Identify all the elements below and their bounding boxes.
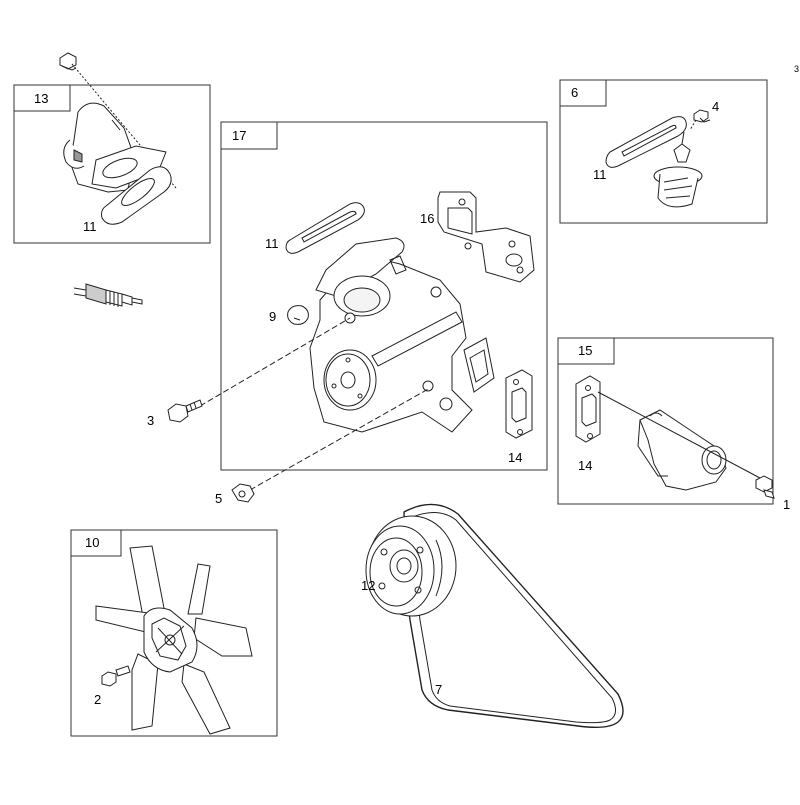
callout-7: 7	[435, 682, 443, 697]
callout-14-panel-17: 14	[508, 450, 523, 465]
panel-15-tag: 15	[578, 343, 593, 358]
callout-12: 12	[361, 578, 376, 593]
callout-2: 2	[94, 692, 102, 707]
panel-15	[557, 337, 774, 505]
panel-13-tag: 13	[34, 91, 49, 106]
callout-11-panel-6: 11	[593, 167, 607, 182]
callout-16: 16	[420, 211, 435, 226]
nut-5	[231, 483, 255, 503]
panel-10-tag: 10	[85, 535, 100, 550]
callout-4: 4	[712, 99, 720, 114]
panel-10	[70, 529, 278, 737]
callout-11-panel-13: 11	[83, 219, 97, 234]
water-outlet-assembly	[575, 375, 775, 499]
panel-frames	[13, 79, 774, 737]
panel-6	[559, 79, 768, 224]
panel-13-tag-box	[13, 84, 71, 112]
pulley-and-belt	[365, 503, 624, 729]
panel-17-tag-box	[220, 121, 278, 150]
callout-1: 1	[783, 497, 791, 512]
panel-6-tag: 6	[571, 85, 579, 100]
thermostat-housing-upper	[59, 52, 177, 225]
callout-9: 9	[269, 309, 277, 324]
callout-14-panel-15: 14	[578, 458, 593, 473]
callout-5: 5	[215, 491, 223, 506]
panel-10-tag-box	[70, 529, 122, 557]
panel-17-tag: 17	[232, 128, 247, 143]
panel-15-tag-box	[557, 337, 615, 365]
thermostat-assembly	[605, 109, 711, 208]
callout-3: 3	[147, 413, 155, 428]
panel-17	[220, 121, 548, 471]
corner-mark: 3	[794, 64, 800, 74]
temperature-sender	[73, 283, 143, 307]
water-pump-assembly	[199, 191, 535, 491]
panel-13	[13, 84, 211, 244]
bolt-3	[167, 399, 203, 423]
callout-11-panel-17: 11	[265, 236, 279, 251]
cooling-fan	[95, 545, 253, 735]
panel-6-tag-box	[559, 79, 607, 107]
